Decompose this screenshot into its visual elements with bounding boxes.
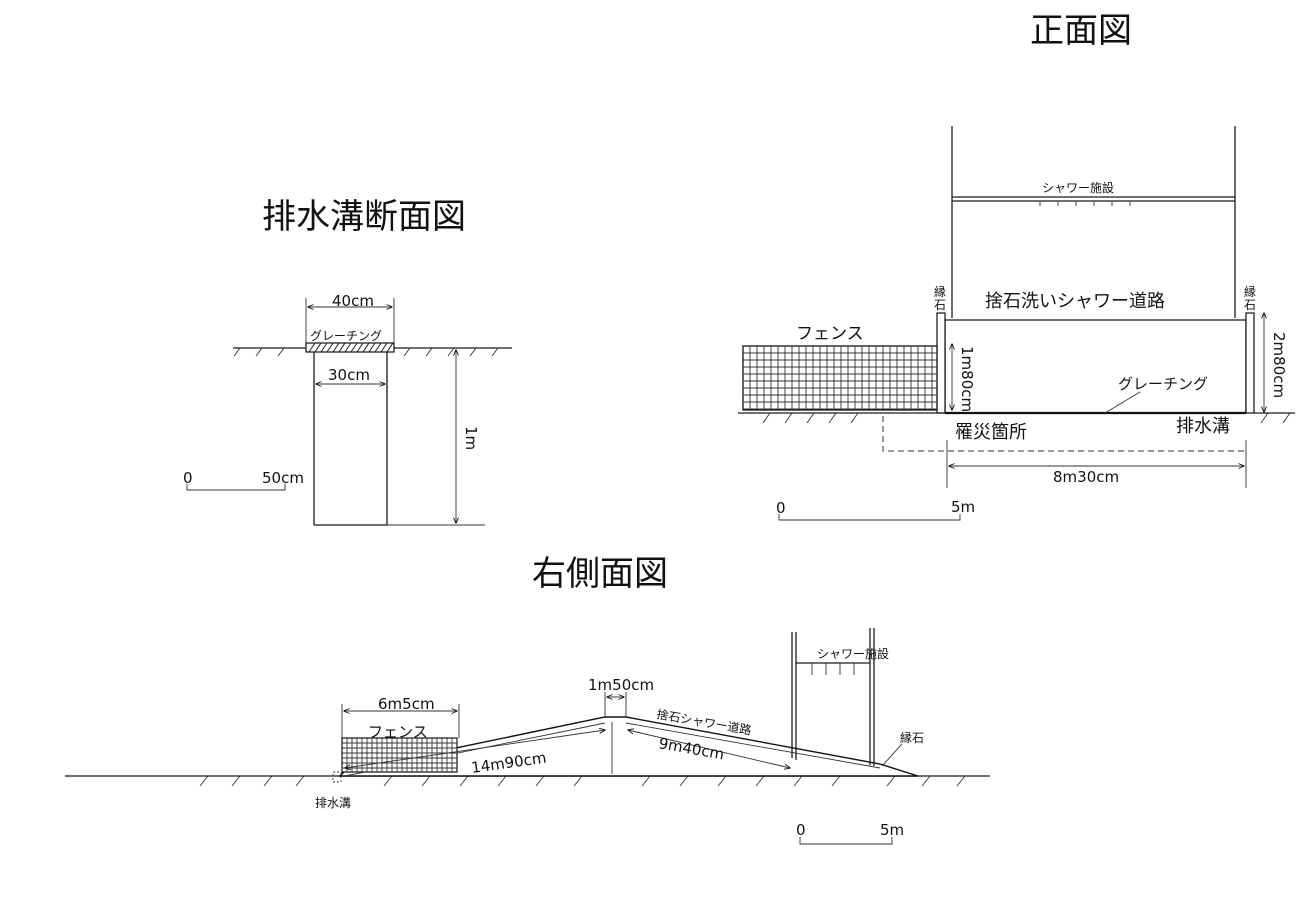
front-scale-end: 5m — [951, 498, 975, 516]
drain-width-inner-label: 30cm — [328, 366, 370, 384]
front-curb-left-label: 縁石 — [934, 284, 946, 312]
front-length-label: 8m30cm — [1053, 468, 1119, 486]
front-view-title: 正面図 — [1030, 11, 1132, 51]
front-curb-right — [1245, 312, 1255, 414]
grating-bar — [305, 342, 395, 353]
side-shower-label: シャワー施設 — [817, 646, 889, 661]
side-fence — [341, 737, 458, 773]
drain-scale-end: 50cm — [262, 469, 304, 487]
side-scale-bar — [799, 837, 893, 845]
front-damage-label: 罹災箇所 — [955, 422, 1027, 443]
drain-grating-label: グレーチング — [310, 329, 382, 343]
front-curb-left — [936, 312, 946, 414]
side-scale-end: 5m — [880, 821, 904, 839]
ground-hatch — [233, 347, 499, 357]
front-fence-height-label: 1m80cm — [958, 346, 976, 412]
drain-width-top-label: 40cm — [332, 292, 374, 310]
side-scale-zero: 0 — [796, 821, 806, 839]
front-scale-zero: 0 — [776, 499, 786, 517]
front-grating-label: グレーチング — [1118, 375, 1208, 393]
front-drain-label: 排水溝 — [1176, 416, 1230, 437]
side-fence-length-label: 6m5cm — [378, 695, 435, 713]
front-view-diagram: シャワー施設 捨石洗いシャワー道路 縁石 縁石 フェンス 1m80cm 2m80… — [738, 126, 1295, 521]
front-shower-label: シャワー施設 — [1042, 180, 1114, 195]
side-view-diagram: フェンス 6m5cm 1m50cm 14m90cm 9m40cm 捨石シャワー道… — [65, 628, 990, 845]
front-wall-height-label: 2m80cm — [1270, 332, 1288, 398]
drain-depth-label: 1m — [462, 426, 480, 450]
side-curb-label: 縁石 — [900, 730, 924, 745]
side-drain-box — [332, 771, 342, 783]
front-fence — [742, 345, 938, 411]
side-drain-label: 排水溝 — [315, 796, 351, 810]
front-scale-bar — [778, 514, 961, 521]
drain-scale-zero: 0 — [183, 469, 193, 487]
front-fence-label: フェンス — [796, 324, 864, 344]
side-fence-label: フェンス — [368, 723, 428, 741]
front-drain-outline — [882, 416, 1246, 452]
front-road-label: 捨石洗いシャワー道路 — [985, 291, 1165, 312]
side-view-title: 右側面図 — [532, 554, 668, 594]
front-curb-right-label: 縁石 — [1244, 284, 1256, 312]
drain-scale-bar — [186, 484, 286, 491]
side-top-width-label: 1m50cm — [588, 676, 654, 694]
drain-section-diagram: 40cm グレーチング 30cm 1m 0 50cm — [183, 292, 512, 526]
drain-section-title: 排水溝断面図 — [262, 197, 466, 237]
